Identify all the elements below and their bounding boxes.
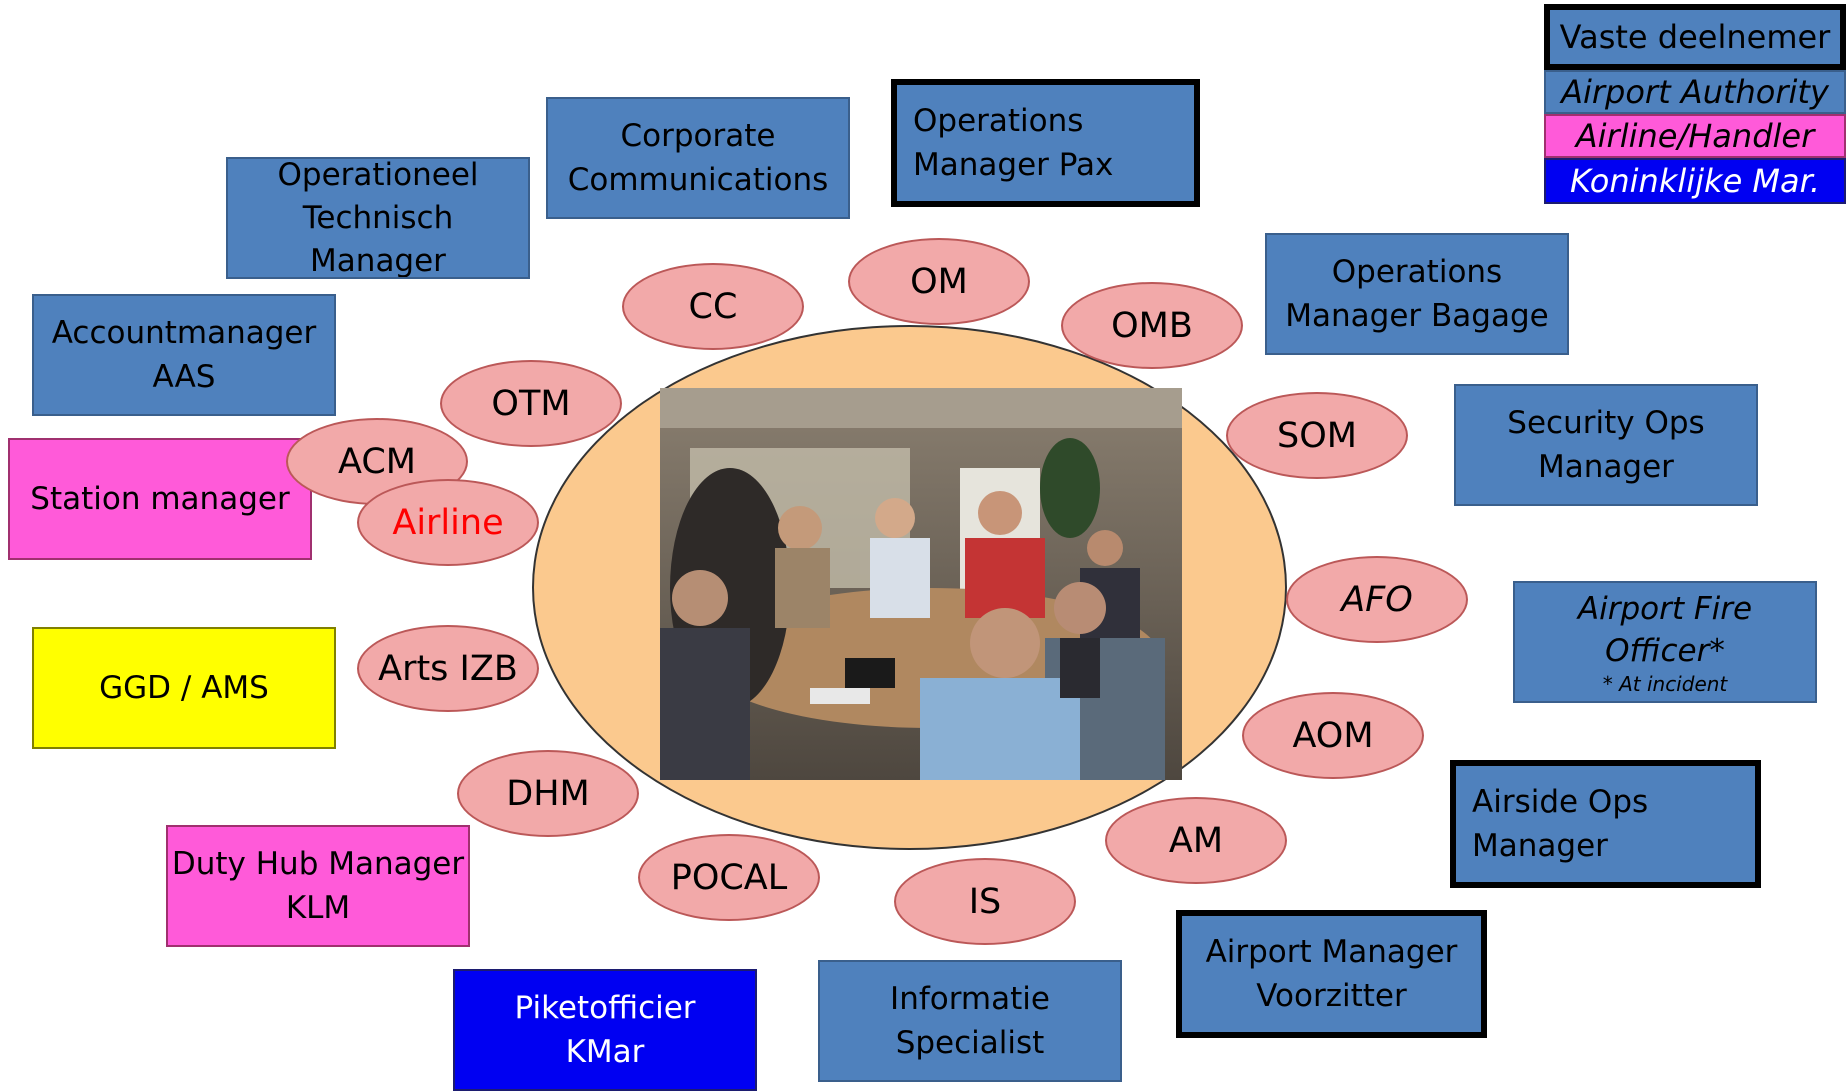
- informatie-line2: Specialist: [895, 1025, 1045, 1061]
- ellipse-om-label: OM: [910, 261, 968, 302]
- airside-line1: Airside Ops: [1472, 784, 1649, 820]
- ellipse-omb: OMB: [1061, 282, 1243, 369]
- ellipse-cc: CC: [622, 263, 804, 350]
- station-line1: Station manager: [30, 481, 290, 517]
- ellipse-airline-label: Airline: [392, 502, 504, 543]
- airside-line2: Manager: [1472, 828, 1608, 864]
- legend-airline-handler: Airline/Handler: [1544, 114, 1846, 158]
- ellipse-acm-label: ACM: [338, 441, 416, 482]
- ellipse-am-label: AM: [1168, 820, 1224, 861]
- ellipse-afo-label: AFO: [1341, 579, 1413, 620]
- piketofficier-kmar-box: Piketofficier KMar: [453, 969, 757, 1091]
- ellipse-aom-label: AOM: [1292, 715, 1374, 756]
- legend-kmar-label: Koninklijke Mar.: [1569, 162, 1821, 200]
- ops-bagage-line2: Manager Bagage: [1285, 298, 1549, 334]
- ellipse-som: SOM: [1226, 392, 1408, 479]
- ellipse-otm-label: OTM: [491, 383, 571, 424]
- ellipse-pocal: POCAL: [638, 834, 820, 921]
- ellipse-am: AM: [1105, 797, 1287, 884]
- fire-line2: Officer*: [1605, 633, 1725, 669]
- ggd-line1: GGD / AMS: [99, 670, 269, 706]
- otm-line1: Operationeel: [277, 157, 479, 193]
- ellipse-aom: AOM: [1242, 692, 1424, 779]
- airside-ops-manager-box: Airside Ops Manager: [1450, 760, 1761, 888]
- ellipse-arts-label: Arts IZB: [378, 648, 518, 689]
- legend-koninklijke-mar: Koninklijke Mar.: [1544, 158, 1846, 204]
- accountmanager-line1: Accountmanager: [51, 315, 317, 351]
- corporate-line2: Communications: [567, 162, 829, 198]
- ellipse-cc-label: CC: [688, 286, 738, 327]
- accountmanager-aas-box: Accountmanager AAS: [32, 294, 336, 416]
- ellipse-airline: Airline: [357, 479, 539, 566]
- ellipse-omb-label: OMB: [1111, 305, 1193, 346]
- ellipse-arts-izb: Arts IZB: [357, 625, 539, 712]
- duty-hub-line2: KLM: [285, 890, 351, 926]
- accountmanager-line2: AAS: [152, 359, 216, 395]
- ellipse-afo: AFO: [1286, 556, 1468, 643]
- ellipse-dhm-label: DHM: [506, 773, 590, 814]
- legend-authority-label: Airport Authority: [1561, 73, 1829, 111]
- operations-manager-pax-box: Operations Manager Pax: [891, 79, 1200, 207]
- ellipse-som-label: SOM: [1277, 415, 1357, 456]
- otm-line3: Manager: [310, 242, 446, 279]
- security-line2: Manager: [1538, 449, 1674, 485]
- station-manager-box: Station manager: [8, 438, 312, 560]
- airport-manager-voorzitter-box: Airport Manager Voorzitter: [1176, 910, 1487, 1038]
- ggd-ams-box: GGD / AMS: [32, 627, 336, 749]
- legend-vaste-label: Vaste deelnemer: [1559, 18, 1831, 56]
- informatie-line1: Informatie: [890, 981, 1050, 1017]
- piket-line1: Piketofficier: [514, 990, 696, 1026]
- ellipse-om: OM: [848, 238, 1030, 325]
- security-ops-manager-box: Security Ops Manager: [1454, 384, 1758, 506]
- airport-mgr-line1: Airport Manager: [1205, 934, 1458, 970]
- ellipse-is-label: IS: [968, 881, 1002, 922]
- ellipse-dhm: DHM: [457, 750, 639, 837]
- ellipse-is: IS: [894, 858, 1076, 945]
- duty-hub-manager-box: Duty Hub Manager KLM: [166, 825, 470, 947]
- corporate-line1: Corporate: [620, 118, 776, 154]
- airport-fire-officer-box: Airport Fire Officer* * At incident: [1513, 581, 1817, 703]
- ellipse-pocal-label: POCAL: [670, 857, 788, 898]
- duty-hub-line1: Duty Hub Manager: [171, 846, 465, 882]
- legend-airline-label: Airline/Handler: [1575, 117, 1815, 155]
- otm-line2: Technisch: [302, 199, 454, 236]
- security-line1: Security Ops: [1507, 405, 1705, 441]
- informatie-specialist-box: Informatie Specialist: [818, 960, 1122, 1082]
- meeting-photo: [660, 388, 1182, 780]
- fire-note: * At incident: [1602, 672, 1728, 696]
- operations-manager-bagage-box: Operations Manager Bagage: [1265, 233, 1569, 355]
- legend-vaste-deelnemer: Vaste deelnemer: [1544, 4, 1846, 70]
- ops-pax-line2: Manager Pax: [913, 147, 1114, 183]
- legend-airport-authority: Airport Authority: [1544, 70, 1846, 114]
- piket-line2: KMar: [565, 1034, 645, 1070]
- ellipse-otm: OTM: [440, 360, 622, 447]
- ops-bagage-line1: Operations: [1331, 254, 1503, 290]
- corporate-communications-box: Corporate Communications: [546, 97, 850, 219]
- ops-pax-line1: Operations: [913, 103, 1084, 139]
- fire-line1: Airport Fire: [1577, 591, 1753, 627]
- operationeel-technisch-manager-box: Operationeel Technisch Manager: [226, 157, 530, 279]
- airport-mgr-line2: Voorzitter: [1256, 978, 1407, 1014]
